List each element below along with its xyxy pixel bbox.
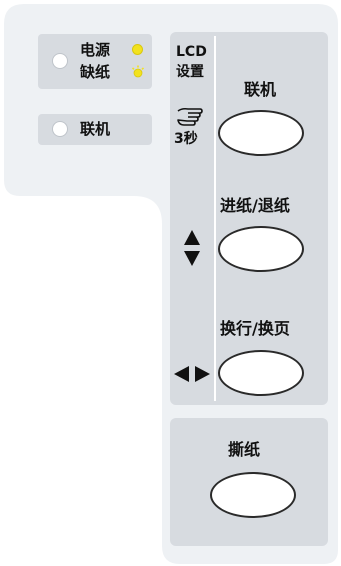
feed-button-label: 进纸/退纸 [220,196,290,215]
online-indicator-group: 联机 [38,114,152,145]
hold-time-label: 3秒 [174,131,198,147]
power-label: 电源 [80,41,111,59]
lcd-label: LCD [176,44,207,60]
control-button-panel: LCD 设置 3秒 联机 进纸/退纸 换行/换页 [170,32,328,405]
panel-divider [214,36,216,401]
power-yellow-led [132,44,143,55]
lcd-setting-label: 设置 [176,64,204,80]
linefeed-button-label: 换行/换页 [220,319,290,338]
feed-eject-button[interactable] [218,226,304,272]
tear-off-panel: 撕纸 [170,418,328,546]
tear-button-label: 撕纸 [228,440,261,459]
power-led [52,53,68,69]
online-button[interactable] [218,110,304,156]
power-indicator-group: 电源 缺纸 [38,34,152,89]
online-indicator-label: 联机 [80,120,111,138]
tear-off-button[interactable] [210,472,296,518]
paper-out-blinking-led-icon [131,65,145,78]
online-button-label: 联机 [244,80,277,99]
left-right-arrow-icon [174,366,210,382]
linefeed-formfeed-button[interactable] [218,350,304,396]
online-led [52,121,68,137]
up-down-arrow-icon [184,230,200,266]
hand-press-icon [177,107,203,126]
paper-out-label: 缺纸 [80,63,111,81]
